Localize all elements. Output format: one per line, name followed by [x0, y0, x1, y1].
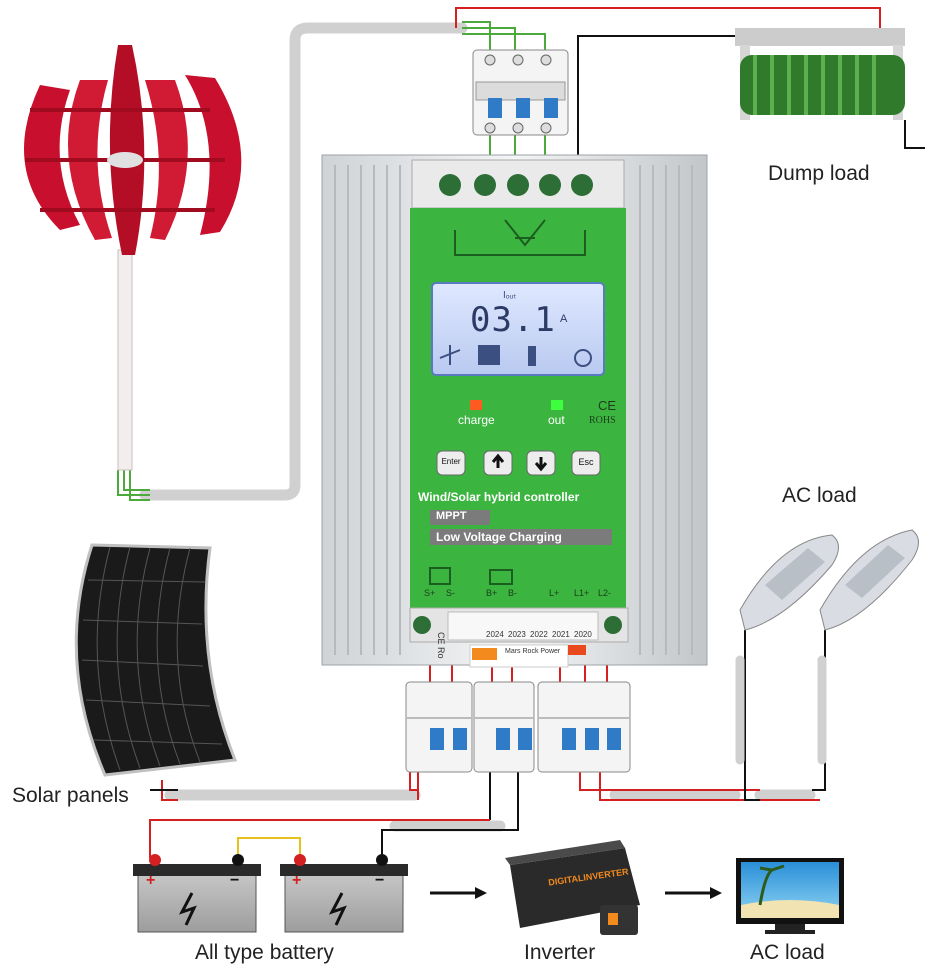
battery2-plus: +	[292, 872, 302, 889]
lcd-top-mark: Iₒᵤₜ	[503, 290, 517, 301]
out-led-label: out	[548, 413, 565, 427]
tv-icon	[736, 858, 844, 934]
solar-panel-icon	[74, 543, 238, 777]
terminal-b-minus: B-	[508, 588, 517, 598]
lcd-reading: 03.1	[470, 300, 556, 340]
battery2-minus: −	[375, 872, 385, 889]
dump-load-label: Dump load	[768, 162, 870, 185]
terminal-s-minus: S-	[446, 588, 455, 598]
sticker-year-2023: 2023	[508, 630, 526, 639]
wind-turbine-icon	[24, 45, 242, 471]
terminal-l1-plus: L1+	[574, 588, 590, 598]
enter-button: Enter	[441, 457, 461, 466]
ac-load-bottom-label: AC load	[750, 941, 825, 964]
ac-load-top-label: AC load	[782, 484, 857, 507]
hybrid-controller	[321, 154, 708, 668]
sticker-year-2020: 2020	[574, 630, 592, 639]
lcd-unit: A	[560, 313, 568, 325]
solar-panels-label: Solar panels	[12, 784, 129, 807]
sticker-text: Mars Rock Power	[505, 648, 561, 655]
dump-breaker	[472, 49, 569, 136]
terminal-l2-minus: L2-	[598, 588, 612, 598]
low-voltage-label: Low Voltage Charging	[436, 530, 562, 544]
sticker-year-2021: 2021	[552, 630, 570, 639]
battery1-minus: −	[230, 872, 240, 889]
mppt-label: MPPT	[436, 510, 467, 522]
bottom-breakers	[405, 681, 631, 773]
street-light-icon	[739, 529, 919, 631]
sticker-year-2022: 2022	[530, 630, 548, 639]
terminal-b-plus: B+	[486, 588, 498, 598]
terminal-s-plus: S+	[424, 588, 436, 598]
inverter-icon	[505, 840, 640, 935]
ce-mark: CE	[598, 398, 617, 413]
controller-title: Wind/Solar hybrid controller	[418, 490, 580, 504]
charge-led-label: charge	[458, 413, 495, 427]
battery1-plus: +	[146, 872, 156, 889]
battery-icon	[133, 854, 408, 933]
sticker-year-2024: 2024	[486, 630, 504, 639]
terminal-l-plus: L+	[549, 588, 560, 598]
side-marks: CE Ro	[436, 632, 446, 659]
esc-button: Esc	[578, 457, 594, 467]
battery-label: All type battery	[195, 941, 334, 964]
inverter-label: Inverter	[524, 941, 596, 964]
rohs-mark: ROHS	[589, 415, 616, 426]
dump-load-resistor-icon	[735, 28, 905, 120]
